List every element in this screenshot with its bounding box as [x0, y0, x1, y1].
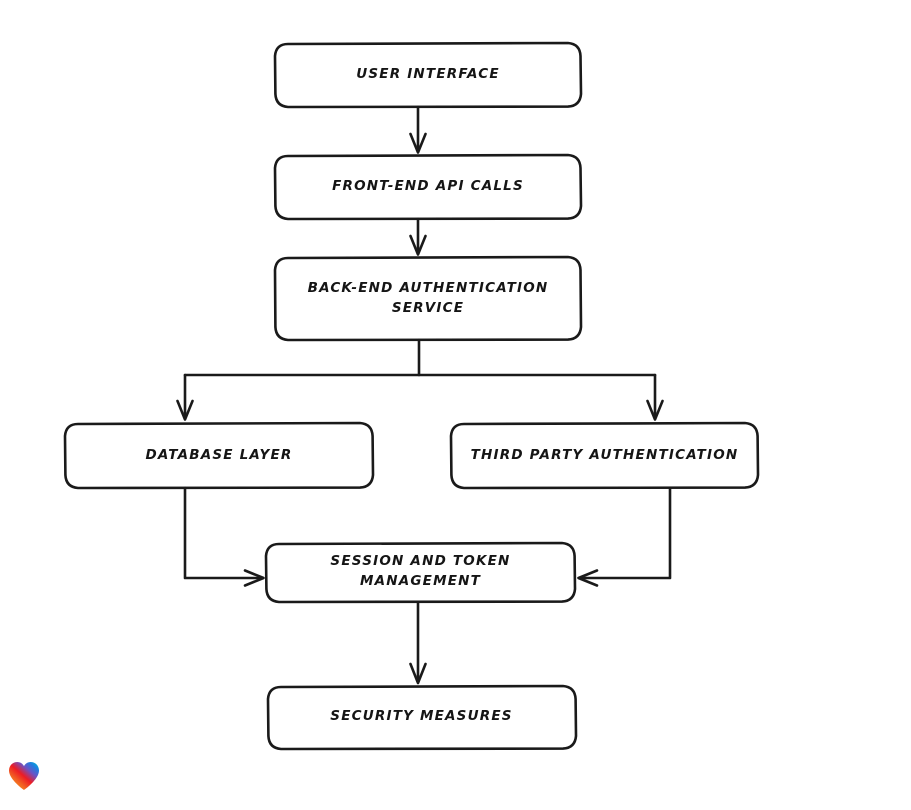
node-front-end-api-calls[interactable]	[273, 153, 583, 221]
edge-third-party-authentication-to-session-and-token-management	[577, 486, 672, 587]
node-user-interface[interactable]	[273, 41, 583, 109]
node-session-and-token-management[interactable]	[264, 541, 577, 604]
edge-database-layer-to-session-and-token-management	[183, 486, 265, 587]
node-third-party-authentication[interactable]	[449, 421, 760, 490]
edge-front-end-api-calls-to-back-end-authentication-service	[409, 217, 427, 256]
edge-session-and-token-management-to-security-measures	[409, 600, 427, 685]
heart-icon-container	[8, 761, 42, 795]
node-database-layer[interactable]	[63, 421, 375, 490]
node-security-measures[interactable]	[266, 684, 578, 751]
edge-split-to-third-party-authentication	[646, 373, 664, 421]
edge-split-to-database-layer	[176, 373, 194, 421]
edge-user-interface-to-front-end-api-calls	[409, 105, 427, 154]
node-back-end-authentication-service[interactable]	[273, 255, 583, 342]
edge-back-end-split-bus	[183, 338, 657, 377]
heart-icon	[9, 762, 39, 790]
